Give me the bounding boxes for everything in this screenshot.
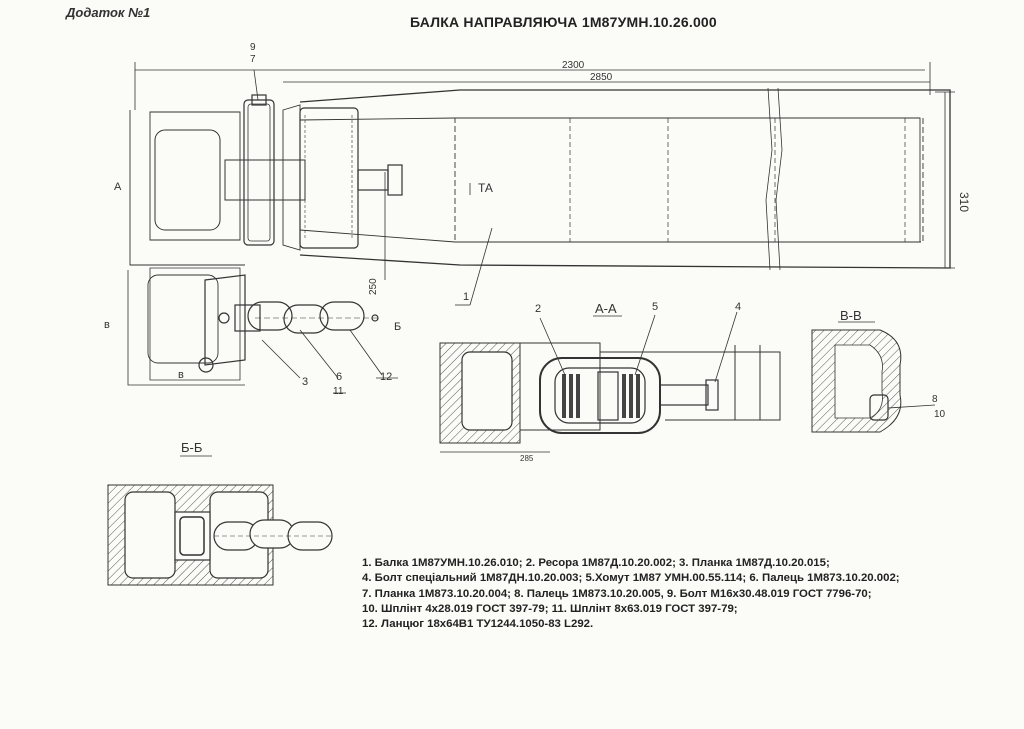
callout-11: 11 xyxy=(333,386,344,397)
mark-a-left: А xyxy=(114,181,122,193)
callout-6: 6 xyxy=(336,371,342,383)
section-label-aa: А-А xyxy=(595,301,617,316)
section-label-bb: Б-Б xyxy=(181,440,202,455)
dim-section-width: 285 xyxy=(520,454,534,463)
callout-4: 4 xyxy=(735,301,741,313)
section-bb xyxy=(107,455,333,586)
callout-1: 1 xyxy=(463,291,469,303)
callout-12: 12 xyxy=(380,371,392,383)
section-aa xyxy=(439,311,781,453)
dim-beam: 2850 xyxy=(590,72,613,83)
legend-line: 4. Болт спеціальний 1М87ДН.10.20.003; 5.… xyxy=(362,572,900,585)
callout-2: 2 xyxy=(535,303,541,315)
callout-10: 10 xyxy=(934,409,946,420)
section-vv xyxy=(811,321,936,433)
appendix-label: Додаток №1 xyxy=(66,5,151,20)
mark-b-right: Б xyxy=(394,321,401,333)
legend-line: 12. Ланцюг 18х64В1 ТУ1244.1050-83 L292. xyxy=(362,618,594,631)
drawing-title: БАЛКА НАПРАВЛЯЮЧА 1М87УМН.10.26.000 xyxy=(410,14,717,30)
callout-3: 3 xyxy=(302,376,308,388)
dim-pin-offset: 250 xyxy=(368,278,379,295)
mark-ta: ТА xyxy=(478,181,493,195)
chain-view xyxy=(127,267,398,394)
mark-b-left: в xyxy=(104,319,110,331)
section-label-vv: В-В xyxy=(840,308,862,323)
parts-legend: 1. Балка 1М87УМН.10.26.010; 2. Ресора 1М… xyxy=(362,556,1002,632)
dim-height: 310 xyxy=(957,192,971,212)
callout-5: 5 xyxy=(652,301,658,313)
legend-line: 1. Балка 1М87УМН.10.26.010; 2. Ресора 1М… xyxy=(362,557,830,569)
mark-v-bottom: в xyxy=(178,369,184,381)
main-view xyxy=(129,62,955,306)
callout-9: 9 xyxy=(250,42,256,53)
callout-8: 8 xyxy=(932,394,938,405)
legend-line: 10. Шплінт 4х28.019 ГОСТ 397-79; 11. Шпл… xyxy=(362,602,738,615)
dim-overall: 2300 xyxy=(562,60,585,71)
legend-line: 7. Планка 1М873.10.20.004; 8. Палець 1М8… xyxy=(362,587,872,600)
callout-7: 7 xyxy=(250,54,256,65)
